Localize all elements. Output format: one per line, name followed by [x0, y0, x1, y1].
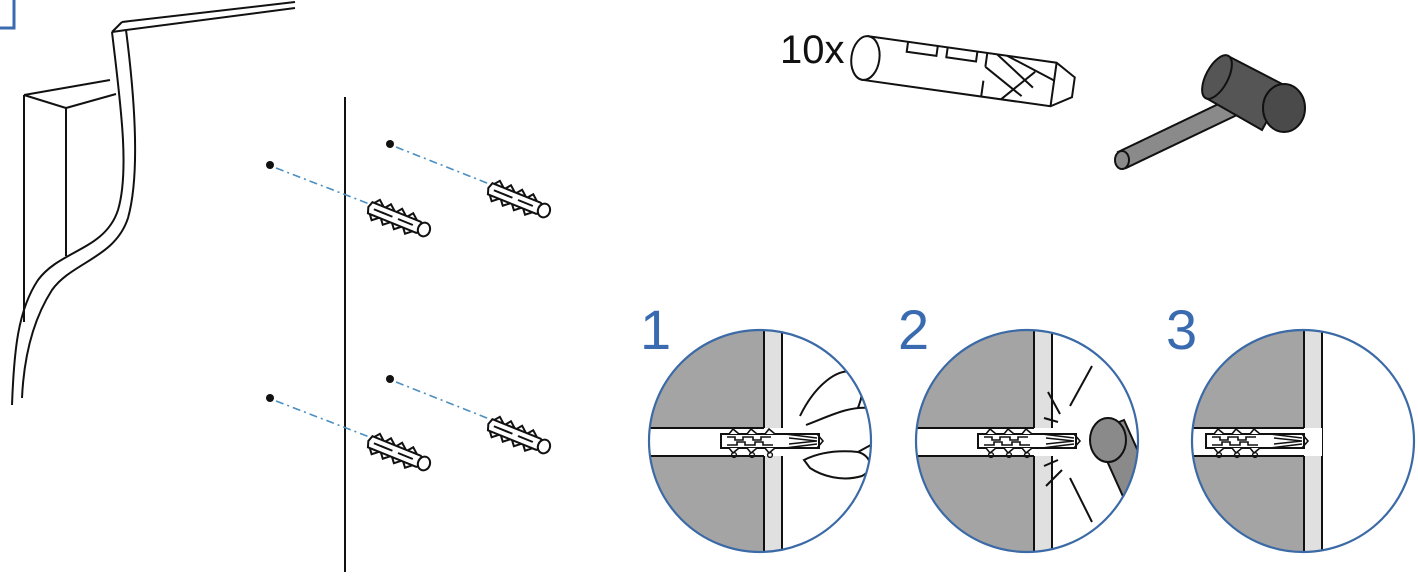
impact-lines-icon — [1043, 365, 1093, 523]
wall-plug-icon — [483, 412, 555, 460]
wall-plug-icon — [483, 176, 555, 224]
wall-plug-part-icon — [850, 35, 1076, 108]
step-3-detail — [1190, 328, 1416, 554]
step-1-detail — [647, 328, 873, 554]
hammer-icon — [1114, 54, 1306, 170]
drill-hole-bottom-left — [266, 394, 435, 477]
wall-plug-icon — [363, 195, 435, 243]
drill-hole-top-left — [266, 161, 435, 243]
step-number-1: 1 — [640, 298, 672, 361]
hammer-tip-icon — [1089, 417, 1138, 514]
step-number-2: 2 — [898, 298, 930, 361]
step-number-3: 3 — [1166, 298, 1198, 361]
quantity-label: 10x — [780, 28, 845, 72]
wall-plug-icon — [363, 429, 435, 477]
step-2-detail — [914, 328, 1140, 554]
wall-panel — [0, 0, 296, 406]
drill-hole-bottom-right — [386, 375, 555, 460]
drill-hole-top-right — [386, 140, 555, 224]
